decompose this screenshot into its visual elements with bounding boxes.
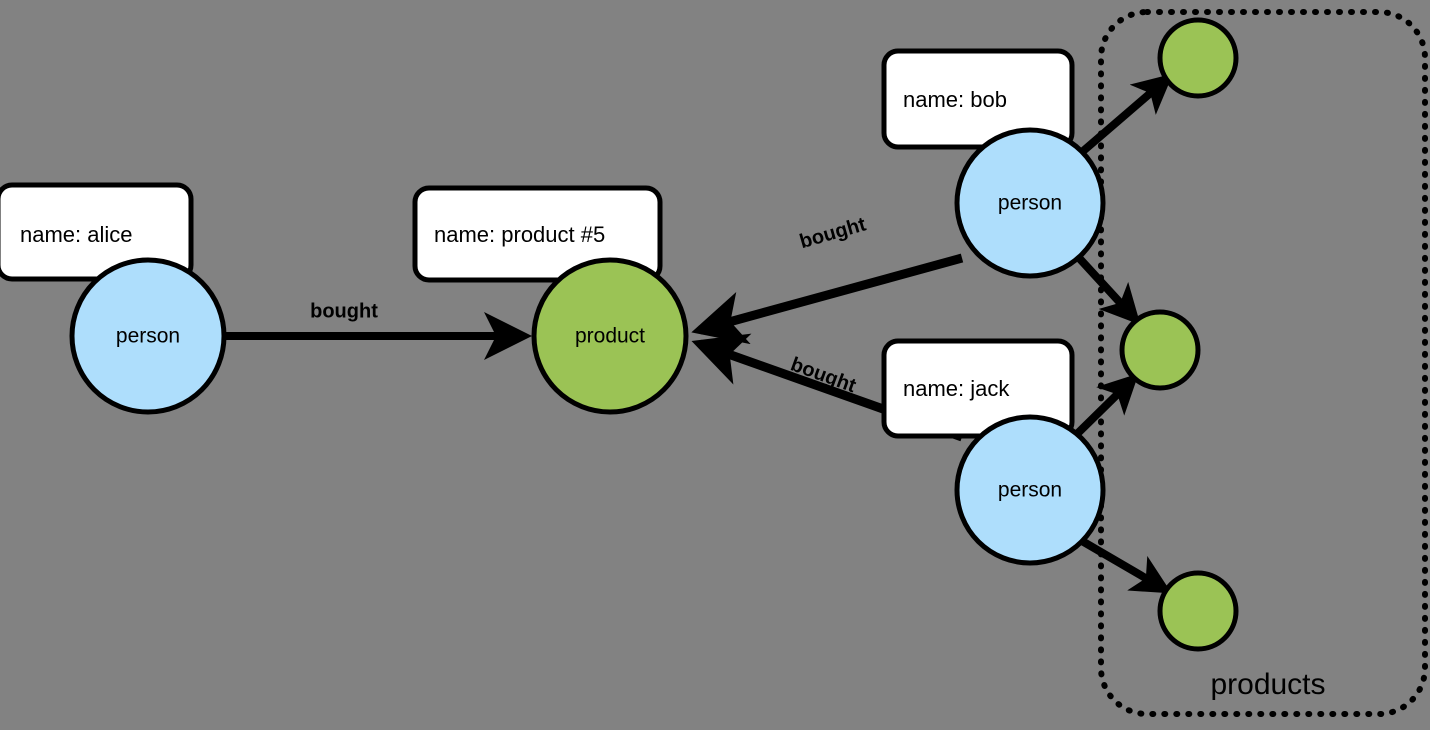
node-product-mid[interactable] bbox=[1119, 309, 1201, 391]
products-group-boundary bbox=[1098, 9, 1428, 717]
property-label-bob: name: bob bbox=[903, 87, 1007, 112]
node-person-bob[interactable]: person bbox=[954, 127, 1106, 279]
node-type-label-jack: person bbox=[998, 479, 1062, 502]
property-label-jack: name: jack bbox=[903, 376, 1010, 401]
node-type-label-alice: person bbox=[116, 325, 180, 348]
node-type-label-product5: product bbox=[575, 325, 645, 348]
edge-label-alice-bought: bought bbox=[310, 300, 378, 322]
edge-label-bob-bought: bought bbox=[797, 213, 869, 253]
node-product-bot[interactable] bbox=[1157, 570, 1239, 652]
property-box-bob: name: bob bbox=[881, 48, 1075, 150]
node-type-label-bob: person bbox=[998, 192, 1062, 215]
node-person-jack[interactable]: person bbox=[954, 414, 1106, 566]
products-group-label: products bbox=[1210, 668, 1325, 701]
edge-bob-product-top bbox=[1079, 73, 1174, 156]
edge-bob-product-mid bbox=[1077, 256, 1141, 325]
property-label-alice: name: alice bbox=[20, 222, 133, 247]
node-product-product5[interactable]: product bbox=[531, 257, 689, 415]
node-person-alice[interactable]: person bbox=[69, 257, 227, 415]
edge-jack-product-mid bbox=[1075, 373, 1139, 436]
edge-bob-bought bbox=[691, 253, 964, 345]
property-label-product5: name: product #5 bbox=[434, 222, 605, 247]
node-product-top[interactable] bbox=[1157, 17, 1239, 99]
edge-jack-product-bot bbox=[1079, 537, 1172, 594]
property-box-product5: name: product #5 bbox=[412, 185, 663, 283]
property-box-jack: name: jack bbox=[881, 338, 1075, 439]
